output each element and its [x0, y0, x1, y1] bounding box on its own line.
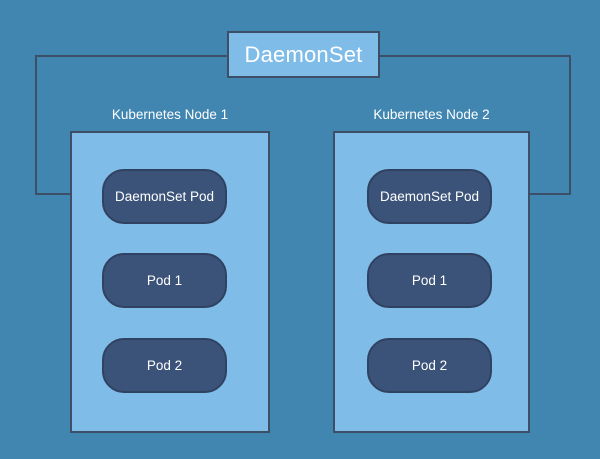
pod-node1-pod2[interactable]: Pod 2: [102, 338, 227, 393]
connector-daemonset-to-node2-pod: [380, 55, 571, 199]
pod-node2-pod1[interactable]: Pod 1: [367, 253, 492, 308]
connector-daemonset-to-node1-pod: [35, 55, 227, 199]
pod-node1-daemonset[interactable]: DaemonSet Pod: [102, 169, 227, 224]
pod-label: DaemonSet Pod: [114, 188, 215, 204]
node-label-1: Kubernetes Node 1: [111, 107, 229, 122]
pod-node2-daemonset[interactable]: DaemonSet Pod: [367, 169, 492, 224]
pod-label: Pod 2: [411, 357, 448, 373]
pod-label: DaemonSet Pod: [379, 188, 480, 204]
daemonset-box[interactable]: DaemonSet: [227, 31, 380, 78]
pod-label: Pod 1: [146, 272, 183, 288]
pod-node1-pod1[interactable]: Pod 1: [102, 253, 227, 308]
node-label-2: Kubernetes Node 2: [373, 107, 490, 122]
pod-label: Pod 2: [146, 357, 183, 373]
daemonset-label: DaemonSet: [244, 41, 363, 67]
pod-node2-pod2[interactable]: Pod 2: [367, 338, 492, 393]
pod-label: Pod 1: [411, 272, 448, 288]
